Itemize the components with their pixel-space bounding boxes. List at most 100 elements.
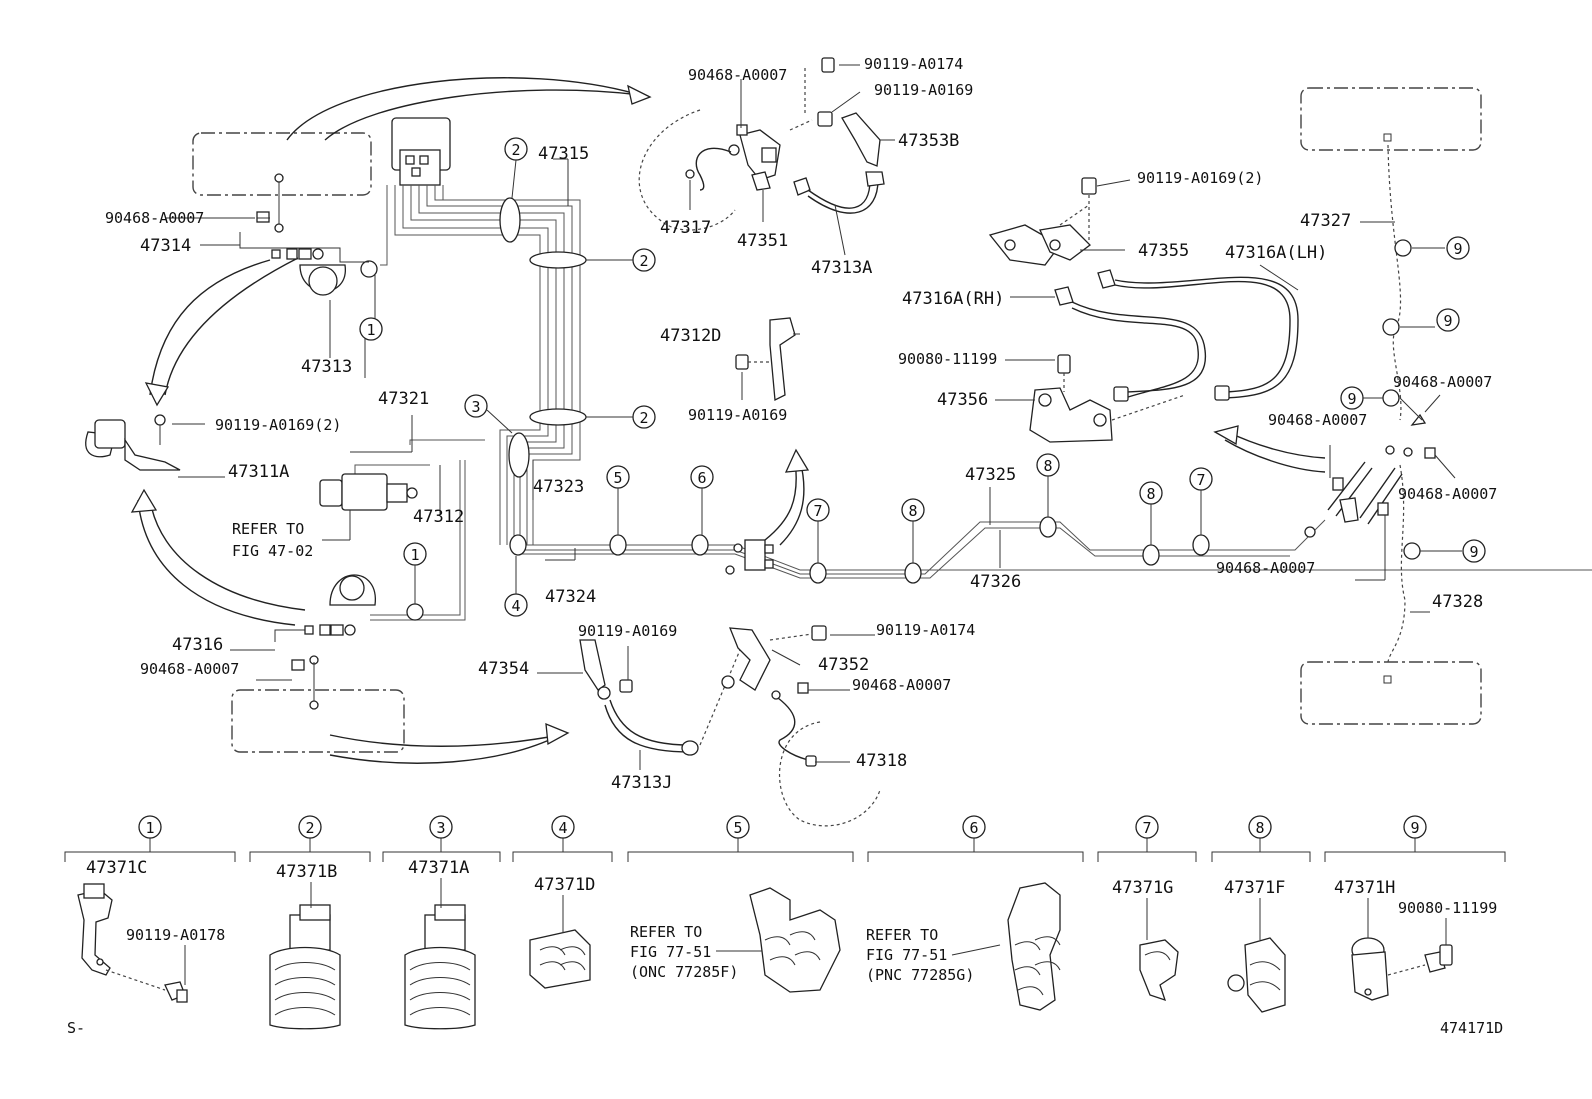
svg-text:7: 7	[813, 502, 822, 520]
svg-text:7: 7	[1142, 819, 1151, 837]
svg-text:47318: 47318	[856, 751, 907, 771]
svg-text:47315: 47315	[538, 144, 589, 164]
svg-text:(PNC 77285G): (PNC 77285G)	[866, 966, 974, 984]
part-47352-47318	[721, 625, 827, 767]
svg-text:47356: 47356	[937, 390, 988, 410]
svg-text:47316: 47316	[172, 635, 223, 655]
svg-text:3: 3	[471, 398, 480, 416]
svg-text:FIG 47-02: FIG 47-02	[232, 542, 313, 560]
svg-text:5: 5	[613, 469, 622, 487]
callout-7a: 7	[806, 498, 830, 522]
part-47316-assembly	[274, 574, 376, 710]
svg-text:9: 9	[1469, 543, 1478, 561]
catalog-callout-5: 5	[726, 815, 750, 839]
part-47312D	[735, 317, 796, 402]
svg-text:8: 8	[908, 502, 917, 520]
callout-1b: 1	[403, 542, 427, 566]
svg-text:FIG 77-51: FIG 77-51	[866, 946, 947, 964]
svg-text:2: 2	[305, 819, 314, 837]
svg-text:90468-A0007: 90468-A0007	[1216, 559, 1315, 577]
svg-text:8: 8	[1043, 457, 1052, 475]
svg-text:47371A: 47371A	[408, 858, 469, 878]
svg-text:REFER TO: REFER TO	[630, 923, 702, 941]
catalog-callout-6: 6	[962, 815, 986, 839]
svg-text:6: 6	[969, 819, 978, 837]
svg-text:9: 9	[1410, 819, 1419, 837]
part-47351-cluster	[685, 57, 885, 214]
svg-text:47371H: 47371H	[1334, 878, 1395, 898]
callout-9a: 9	[1446, 236, 1470, 260]
svg-text:1: 1	[366, 321, 375, 339]
svg-text:4: 4	[511, 597, 520, 615]
clip-47371F	[1227, 937, 1286, 1013]
ref-box-upper-right	[1300, 87, 1482, 151]
detail-ellipse-upper	[638, 109, 736, 231]
svg-text:47353B: 47353B	[898, 131, 959, 151]
part-47354-47313J	[579, 639, 741, 756]
svg-text:90468-A0007: 90468-A0007	[105, 209, 204, 227]
connector-middle	[725, 539, 774, 575]
svg-text:3: 3	[436, 819, 445, 837]
svg-text:47323: 47323	[533, 477, 584, 497]
svg-text:(ONC 77285F): (ONC 77285F)	[630, 963, 738, 981]
clip-47371H	[1351, 937, 1453, 1001]
svg-text:47316A(RH): 47316A(RH)	[902, 289, 1004, 309]
rh-harness	[1304, 144, 1436, 663]
clip-47371C	[77, 883, 188, 1003]
part-labels: 47315 90468-A0007 47314 47313 4 7 3 2 1 9011…	[105, 55, 1497, 793]
part-47311A	[85, 414, 181, 471]
footer-left-code: S-	[67, 1019, 85, 1037]
svg-text:47316A(LH): 47316A(LH)	[1225, 243, 1327, 263]
clip-catalog: 1 2 3 4 5 6 7 8 9 47371C 90119-A0178 473…	[64, 815, 1506, 1030]
svg-text:47317: 47317	[660, 218, 711, 238]
svg-text:90119-A0169: 90119-A0169	[578, 622, 677, 640]
callout-9d: 9	[1462, 539, 1486, 563]
clip-refer-5	[749, 887, 841, 993]
svg-text:47371D: 47371D	[534, 875, 595, 895]
svg-text:47311A: 47311A	[228, 462, 289, 482]
svg-text:47314: 47314	[140, 236, 191, 256]
part-47316A-hoses	[1054, 269, 1299, 402]
svg-text:47313: 47313	[301, 357, 352, 377]
callout-4: 4	[504, 593, 528, 617]
svg-text:90468-A0007: 90468-A0007	[140, 660, 239, 678]
svg-text:90119-A0169: 90119-A0169	[874, 81, 973, 99]
svg-text:9: 9	[1347, 390, 1356, 408]
clip-refer-6	[1007, 882, 1061, 1011]
clip-47371D	[529, 929, 591, 989]
svg-text:2: 2	[639, 409, 648, 427]
svg-text:9: 9	[1453, 240, 1462, 258]
ref-box-lower-left	[231, 689, 405, 753]
catalog-callout-8: 8	[1248, 815, 1272, 839]
svg-text:90119-A0174: 90119-A0174	[876, 621, 975, 639]
part-47314-assembly	[239, 173, 369, 296]
svg-text:47354: 47354	[478, 659, 529, 679]
svg-text:1: 1	[145, 819, 154, 837]
callout-2b: 2	[632, 248, 656, 272]
svg-text:90119-A0178: 90119-A0178	[126, 926, 225, 944]
circled-callouts: 2 2 2 3 1 1 4 5 6 7 8 8 8 7 9 9 9 9	[359, 137, 1486, 617]
catalog-callout-3: 3	[429, 815, 453, 839]
svg-text:90468-A0007: 90468-A0007	[688, 66, 787, 84]
ref-box-lower-right	[1300, 661, 1482, 725]
svg-text:90468-A0007: 90468-A0007	[1393, 373, 1492, 391]
callout-7b: 7	[1189, 467, 1213, 491]
svg-text:47312: 47312	[413, 507, 464, 527]
svg-text:47371C: 47371C	[86, 858, 147, 878]
harness-clamps	[360, 197, 1210, 621]
svg-text:47351: 47351	[737, 231, 788, 251]
svg-text:47325: 47325	[965, 465, 1016, 485]
part-47312-valve	[319, 473, 418, 511]
callout-1a: 1	[359, 317, 383, 341]
svg-text:47324: 47324	[545, 587, 596, 607]
callout-8c: 8	[1139, 481, 1163, 505]
callout-8b: 8	[1036, 453, 1060, 477]
catalog-callout-2: 2	[298, 815, 322, 839]
callout-2c: 2	[632, 405, 656, 429]
svg-text:47371F: 47371F	[1224, 878, 1285, 898]
svg-text:90468-A0007: 90468-A0007	[1268, 411, 1367, 429]
detail-ellipse-lower	[778, 721, 881, 827]
ref-box-upper-left	[192, 132, 372, 196]
catalog-callout-7: 7	[1135, 815, 1159, 839]
